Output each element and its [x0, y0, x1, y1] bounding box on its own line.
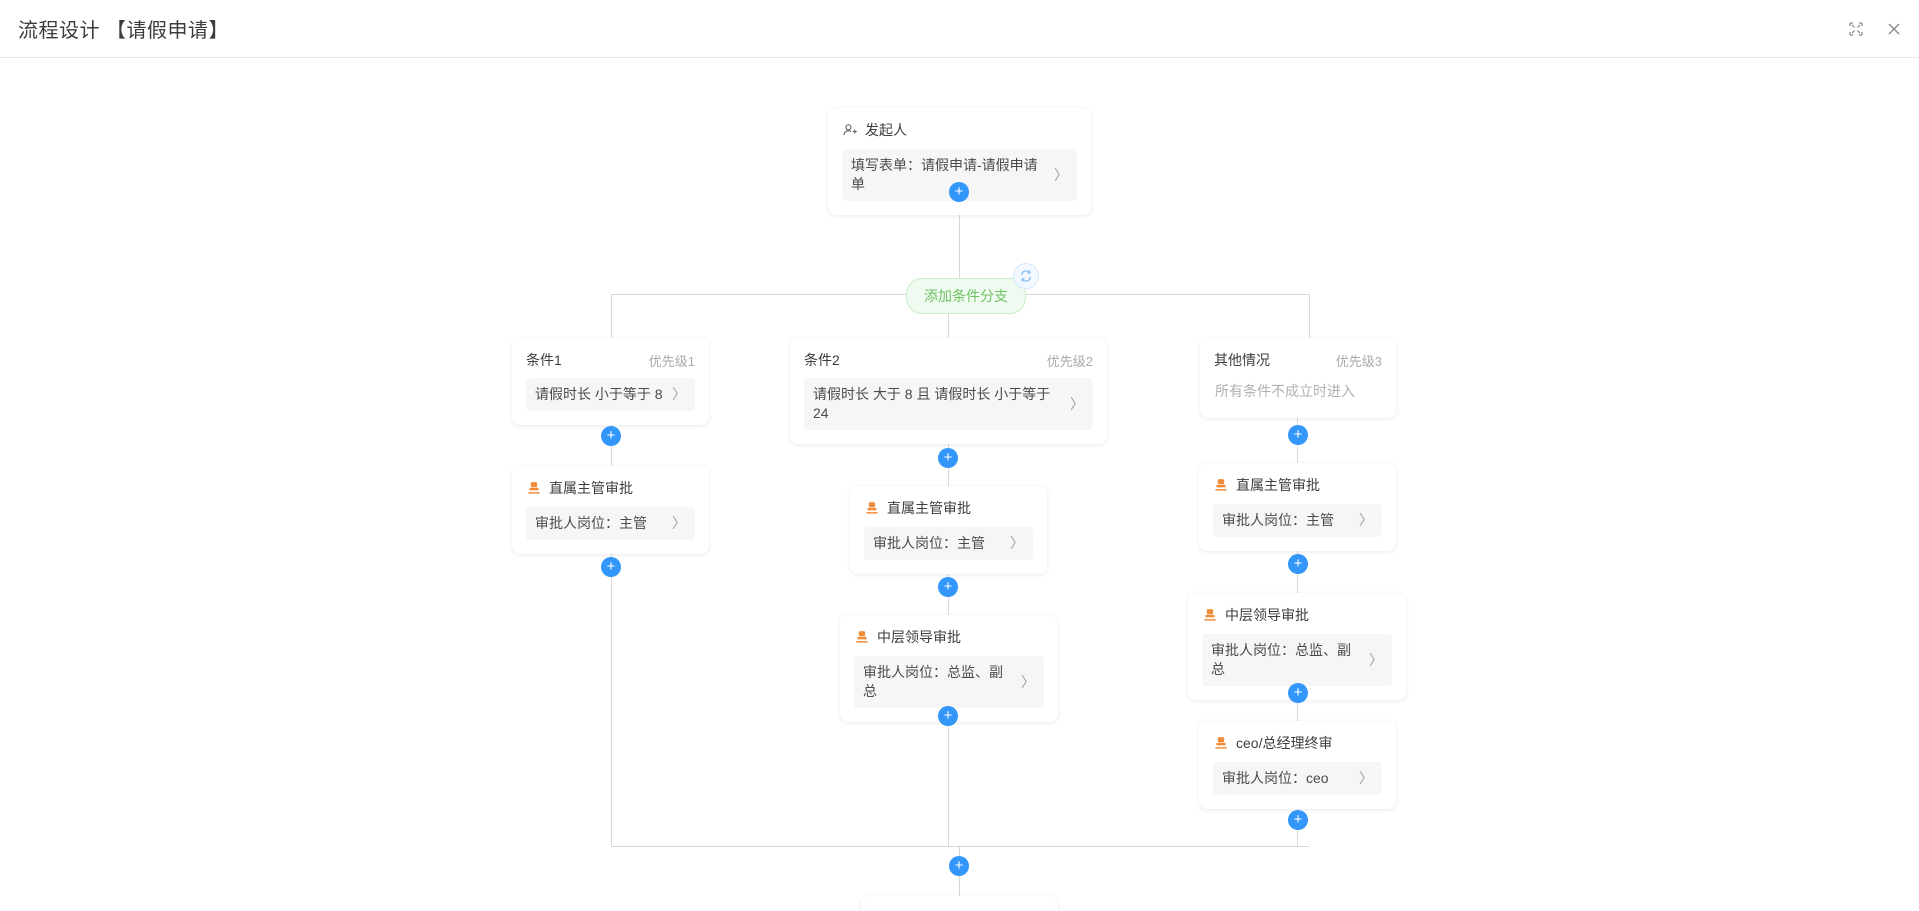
node-condition-3-expression: 所有条件不成立时进入	[1215, 383, 1355, 399]
chevron-right-icon: 〉	[1054, 166, 1068, 183]
add-node-button-b2-2[interactable]	[938, 577, 958, 597]
node-b3-approval-3-head: ceo/总经理终审	[1213, 733, 1382, 753]
node-b3-approval-1-title: 直属主管审批	[1236, 477, 1320, 493]
add-node-button-start[interactable]	[949, 182, 969, 202]
add-node-button-b3-3[interactable]	[1288, 683, 1308, 703]
node-b3-approval-2-head: 中层领导审批	[1202, 605, 1392, 625]
node-b2-approval-2-head: 中层领导审批	[854, 627, 1044, 647]
node-b1-approval-1-body[interactable]: 审批人岗位：主管 〉	[526, 507, 695, 540]
node-start-body-text: 填写表单：请假申请-请假申请单	[851, 157, 1038, 192]
connector-b2-seg3	[948, 695, 949, 846]
node-b2-approval-1-head: 直属主管审批	[864, 498, 1033, 518]
add-node-button-b3-1[interactable]	[1288, 425, 1308, 445]
connector-branch-left-down	[611, 294, 612, 338]
connector-b3-seg1	[1297, 416, 1298, 476]
node-b2-approval-2-body-text: 审批人岗位：总监、副总	[863, 664, 1003, 699]
chevron-right-icon: 〉	[1359, 512, 1373, 529]
node-b1-approval-1-head: 直属主管审批	[526, 478, 695, 498]
add-node-button-b1-2[interactable]	[601, 557, 621, 577]
connector-b1-seg1	[611, 420, 612, 480]
chevron-right-icon: 〉	[1369, 651, 1383, 668]
node-b1-approval-1-body-text: 审批人岗位：主管	[535, 515, 647, 531]
node-condition-3[interactable]: 其他情况 优先级3 所有条件不成立时进入	[1200, 338, 1396, 418]
node-condition-2-head: 条件2 优先级2	[804, 350, 1093, 370]
stamp-icon	[866, 502, 878, 514]
stamp-icon	[856, 631, 868, 643]
node-condition-1-head: 条件1 优先级1	[526, 350, 695, 370]
stamp-icon	[1204, 609, 1216, 621]
node-b3-approval-1-body-text: 审批人岗位：主管	[1222, 512, 1334, 528]
node-b3-approval-1[interactable]: 直属主管审批 审批人岗位：主管 〉	[1199, 463, 1396, 551]
node-condition-3-title: 其他情况	[1214, 352, 1270, 368]
chevron-right-icon: 〉	[1359, 770, 1373, 787]
node-b2-approval-1-body-text: 审批人岗位：主管	[873, 535, 985, 551]
node-condition-2[interactable]: 条件2 优先级2 请假时长 大于 8 且 请假时长 小于等于 24 〉	[790, 338, 1107, 444]
node-b3-approval-2-title: 中层领导审批	[1225, 607, 1309, 623]
node-b3-approval-2[interactable]: 中层领导审批 审批人岗位：总监、副总 〉	[1188, 593, 1406, 700]
node-condition-2-expression: 请假时长 大于 8 且 请假时长 小于等于 24	[813, 386, 1051, 421]
chevron-right-icon: 〉	[1010, 535, 1024, 552]
node-condition-3-head: 其他情况 优先级3	[1214, 350, 1382, 370]
user-add-icon	[843, 124, 857, 135]
node-b3-approval-3-body[interactable]: 审批人岗位：ceo 〉	[1213, 762, 1382, 795]
page-title: 流程设计 【请假申请】	[18, 20, 230, 42]
add-node-button-b3-4[interactable]	[1288, 810, 1308, 830]
chevron-right-icon: 〉	[1070, 395, 1084, 412]
node-condition-2-title: 条件2	[804, 352, 840, 368]
connector-branch-right-down	[1309, 294, 1310, 338]
node-b3-approval-2-body-text: 审批人岗位：总监、副总	[1211, 642, 1351, 677]
chevron-right-icon: 〉	[1021, 673, 1035, 690]
chevron-right-icon: 〉	[672, 386, 686, 403]
node-condition-1-body[interactable]: 请假时长 小于等于 8 〉	[526, 378, 695, 411]
node-b2-approval-2-title: 中层领导审批	[877, 629, 961, 645]
add-node-button-b2-3[interactable]	[938, 706, 958, 726]
stamp-icon	[1215, 479, 1227, 491]
connector-b1-seg2	[611, 548, 612, 846]
window-actions	[1847, 0, 1903, 58]
node-b3-approval-3[interactable]: ceo/总经理终审 审批人岗位：ceo 〉	[1199, 721, 1396, 809]
sync-branch-icon[interactable]	[1013, 263, 1039, 289]
node-condition-1-title: 条件1	[526, 352, 562, 368]
node-b3-approval-1-body[interactable]: 审批人岗位：主管 〉	[1213, 504, 1382, 537]
node-end[interactable]: 人事备案 审批人岗位：人事 〉	[861, 896, 1058, 911]
node-condition-1[interactable]: 条件1 优先级1 请假时长 小于等于 8 〉	[512, 338, 709, 425]
node-b2-approval-1[interactable]: 直属主管审批 审批人岗位：主管 〉	[850, 486, 1047, 574]
stamp-icon	[528, 482, 540, 494]
node-start-title: 发起人	[865, 122, 907, 138]
connector-branch-mid-down	[948, 294, 949, 338]
node-start-head: 发起人	[842, 120, 1077, 140]
node-condition-2-body[interactable]: 请假时长 大于 8 且 请假时长 小于等于 24 〉	[804, 378, 1093, 430]
node-b1-approval-1-title: 直属主管审批	[549, 480, 633, 496]
flow-canvas[interactable]: 发起人 填写表单：请假申请-请假申请单 〉 添加条件分支 条件1 优先级1 请假…	[0, 58, 1919, 911]
connector-b3-seg2	[1297, 545, 1298, 607]
add-node-button-b2-1[interactable]	[938, 448, 958, 468]
chevron-right-icon: 〉	[672, 515, 686, 532]
node-condition-2-priority: 优先级2	[1046, 353, 1093, 369]
node-b3-approval-3-title: ceo/总经理终审	[1236, 735, 1333, 751]
connector-branch-merge-bottom	[611, 846, 1309, 847]
connector-b2-seg2	[948, 566, 949, 628]
node-b2-approval-1-title: 直属主管审批	[887, 500, 971, 516]
add-node-button-end[interactable]	[949, 856, 969, 876]
connector-start-down	[959, 182, 960, 308]
node-b3-approval-2-body[interactable]: 审批人岗位：总监、副总 〉	[1202, 634, 1392, 686]
node-condition-3-priority: 优先级3	[1335, 353, 1382, 369]
add-node-button-b1-1[interactable]	[601, 426, 621, 446]
node-condition-1-expression: 请假时长 小于等于 8	[535, 386, 663, 402]
node-b1-approval-1[interactable]: 直属主管审批 审批人岗位：主管 〉	[512, 466, 709, 554]
window-title-bar: 流程设计 【请假申请】	[0, 0, 1919, 58]
node-condition-1-priority: 优先级1	[648, 353, 695, 369]
add-condition-branch-button[interactable]: 添加条件分支	[906, 278, 1026, 314]
compress-icon[interactable]	[1847, 20, 1865, 38]
add-node-button-b3-2[interactable]	[1288, 554, 1308, 574]
stamp-icon	[1215, 737, 1227, 749]
node-b3-approval-1-head: 直属主管审批	[1213, 475, 1382, 495]
node-b2-approval-2[interactable]: 中层领导审批 审批人岗位：总监、副总 〉	[840, 615, 1058, 722]
close-icon[interactable]	[1885, 20, 1903, 38]
node-b2-approval-2-body[interactable]: 审批人岗位：总监、副总 〉	[854, 656, 1044, 708]
connector-b3-seg3	[1297, 673, 1298, 735]
node-b2-approval-1-body[interactable]: 审批人岗位：主管 〉	[864, 527, 1033, 560]
node-b3-approval-3-body-text: 审批人岗位：ceo	[1222, 770, 1329, 786]
